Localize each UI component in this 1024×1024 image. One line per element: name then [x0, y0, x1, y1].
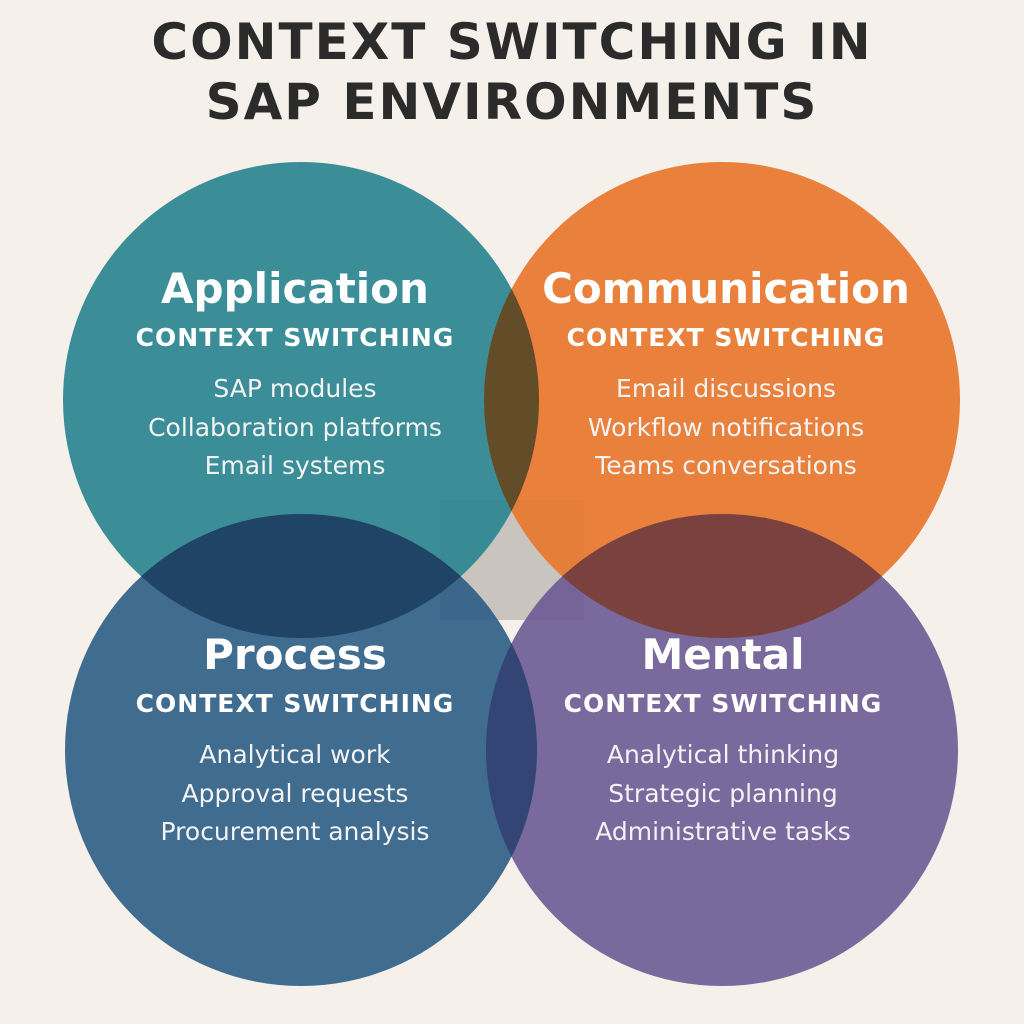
communication-item: Teams conversations	[595, 451, 857, 480]
circle-mental	[486, 514, 958, 986]
process-heading: Process	[203, 630, 387, 679]
communication-panel: Communication CONTEXT SWITCHING Email di…	[516, 262, 936, 486]
communication-subheading: CONTEXT SWITCHING	[566, 323, 886, 352]
circle-communication	[484, 162, 960, 638]
application-subheading: CONTEXT SWITCHING	[135, 323, 455, 352]
process-item: Approval requests	[181, 778, 409, 808]
title-line-1: CONTEXT SWITCHING IN	[151, 13, 873, 71]
mental-item: Analytical thinking	[606, 740, 840, 769]
circle-process	[65, 514, 537, 986]
application-panel: Application CONTEXT SWITCHING SAP module…	[85, 262, 505, 486]
circle-application	[63, 162, 539, 638]
title-line-2: SAP ENVIRONMENTS	[205, 73, 819, 131]
application-heading: Application	[161, 264, 429, 313]
mental-panel: Mental CONTEXT SWITCHING Analytical thin…	[513, 628, 933, 852]
communication-heading: Communication	[542, 264, 910, 313]
communication-item: Email discussions	[616, 374, 836, 403]
process-item: Analytical work	[199, 740, 391, 769]
application-item: SAP modules	[213, 374, 377, 403]
mental-item: Administrative tasks	[595, 817, 851, 846]
mental-subheading: CONTEXT SWITCHING	[563, 689, 883, 718]
application-item: Email systems	[204, 451, 386, 480]
mental-heading: Mental	[641, 630, 805, 679]
application-item: Collaboration platforms	[148, 412, 442, 442]
process-panel: Process CONTEXT SWITCHING Analytical wor…	[85, 628, 505, 852]
process-subheading: CONTEXT SWITCHING	[135, 689, 455, 718]
process-item: Procurement analysis	[160, 817, 430, 846]
communication-item: Workflow notifications	[587, 412, 865, 442]
mental-item: Strategic planning	[608, 778, 838, 808]
